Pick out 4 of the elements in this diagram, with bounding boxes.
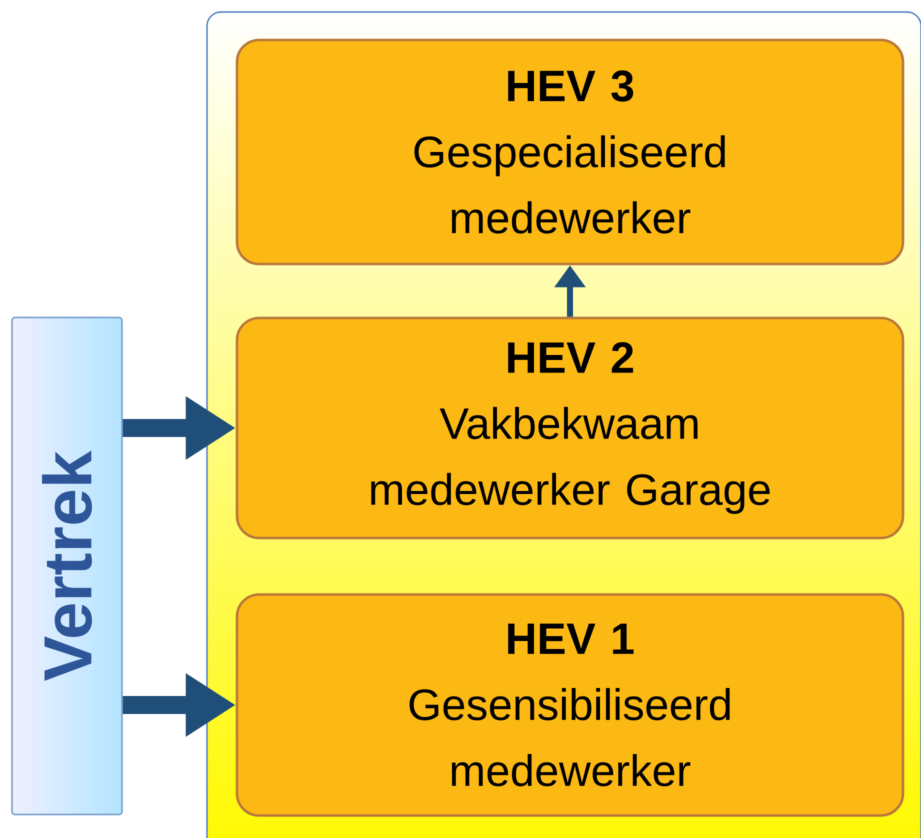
level-box: HEV 1 Gesensibiliseerd medewerker [236,593,904,817]
vertical-bar: Vertrek [11,316,123,816]
level-box: HEV 2 Vakbekwaam medewerker Garage [236,316,904,540]
level-box: HEV 3 Gespecialiseerd medewerker [236,38,904,266]
